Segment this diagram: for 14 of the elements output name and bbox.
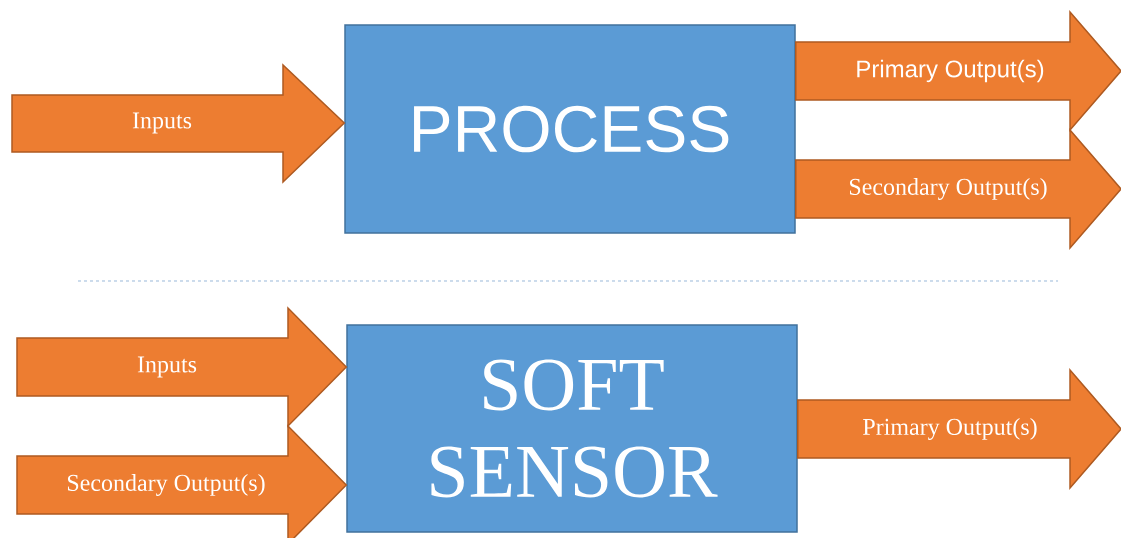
block-arrow	[11, 63, 346, 184]
edge-label: Inputs	[132, 112, 192, 134]
edge-label: Inputs	[137, 356, 197, 378]
edge-label: Primary Output(s)	[863, 418, 1037, 440]
block-arrow	[16, 424, 348, 538]
block-arrow	[795, 9, 1121, 132]
block-arrow	[16, 306, 348, 428]
process-box: SOFT SENSOR	[346, 324, 798, 533]
edge-label: Secondary Output(s)	[67, 474, 265, 496]
block-arrow	[797, 368, 1121, 490]
edge-label: Secondary Output(s)	[849, 178, 1047, 200]
block-arrow	[795, 127, 1121, 250]
process-box: PROCESS	[344, 24, 796, 234]
edge-label: Primary Output(s)	[857, 59, 1044, 83]
